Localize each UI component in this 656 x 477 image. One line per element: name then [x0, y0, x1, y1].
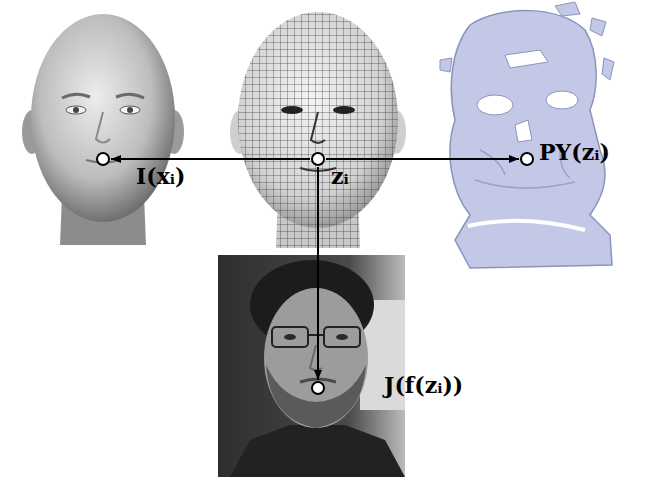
point-cloud [440, 2, 614, 268]
scan-surface [450, 11, 612, 268]
iris [73, 107, 79, 113]
point-marker [312, 153, 324, 165]
scan-fragment [555, 2, 580, 16]
math-label: PY(zᵢ) [539, 140, 610, 165]
image-region: zᵢ [218, 0, 418, 250]
eye [120, 106, 140, 114]
brow [62, 94, 90, 98]
image-region: I(xᵢ) [0, 0, 215, 250]
glasses [324, 327, 360, 347]
point-marker [521, 153, 533, 165]
brow [116, 94, 144, 98]
math-label: J(f(zᵢ)) [384, 373, 463, 398]
scan-hole [477, 95, 513, 115]
nose [310, 345, 322, 370]
arrow-connector [111, 158, 310, 160]
scan-fragment [440, 58, 452, 72]
math-label: zᵢ [331, 164, 349, 189]
photo [218, 255, 405, 477]
scan-hole [505, 50, 548, 68]
scan-fragment [590, 18, 606, 36]
arrow-connector [317, 167, 319, 380]
point-marker [312, 382, 324, 394]
rendered-face [22, 14, 184, 245]
eye [66, 106, 86, 114]
scan-hole [546, 91, 578, 109]
iris [127, 107, 133, 113]
nose [311, 112, 325, 143]
eye [336, 334, 348, 340]
scan-gap [468, 221, 585, 230]
photo-background [218, 255, 405, 477]
nose [96, 112, 110, 143]
shirt [230, 425, 405, 477]
eye [281, 106, 303, 114]
point-marker [97, 153, 109, 165]
image-region: J(f(zᵢ)) [218, 255, 508, 475]
eye [284, 334, 296, 340]
head [31, 14, 175, 222]
math-label: I(xᵢ) [136, 164, 186, 189]
scan-fragment [602, 58, 614, 80]
glasses-bridge [308, 334, 324, 336]
glasses [272, 327, 308, 347]
beard [266, 365, 366, 428]
scan-hole [515, 120, 532, 142]
face [264, 288, 368, 428]
arrow-connector [326, 158, 519, 160]
image-region: PY(zᵢ) [420, 0, 650, 275]
eye [333, 106, 355, 114]
